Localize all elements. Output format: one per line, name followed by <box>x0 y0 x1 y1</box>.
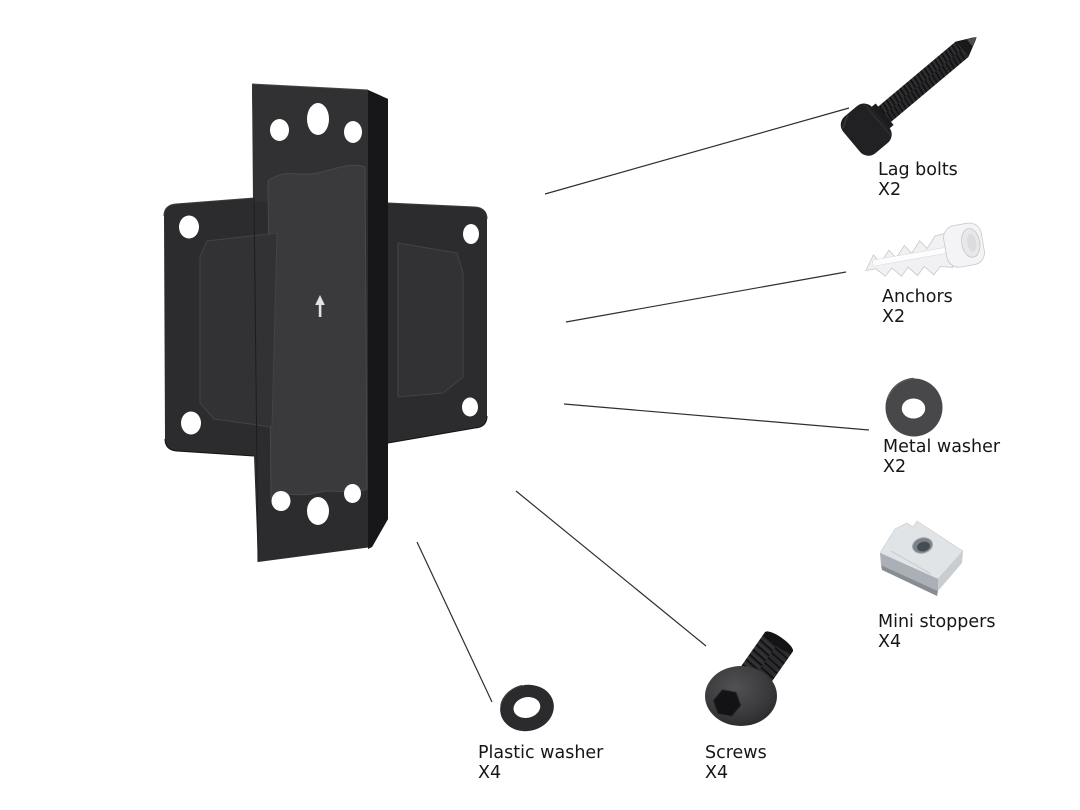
part-name: Lag bolts <box>878 160 958 180</box>
bracket-illustration <box>163 83 488 563</box>
plastic-washer-icon <box>500 684 554 732</box>
part-qty: X2 <box>883 457 907 477</box>
bracket-right-recess <box>397 242 464 398</box>
part-label-lag-bolts: Lag bolts X2 <box>878 160 958 200</box>
bracket-left-recess <box>199 232 278 428</box>
part-name: Mini stoppers <box>878 612 996 632</box>
leader-line-screws <box>515 490 707 647</box>
leader-line-plastic-washer <box>416 541 493 703</box>
part-name: Metal washer <box>883 437 1001 457</box>
part-qty: X2 <box>882 307 906 327</box>
leader-line-metal-washer <box>563 403 870 431</box>
part-name: Anchors <box>882 287 953 307</box>
part-qty: X2 <box>878 180 902 200</box>
part-label-screws: Screws X4 <box>705 743 767 783</box>
up-arrow-icon <box>315 295 325 317</box>
metal-washer-icon <box>885 377 943 437</box>
wall-anchor-icon <box>865 222 985 278</box>
leader-line-lag-bolts <box>544 107 850 195</box>
leader-line-anchors <box>565 271 847 323</box>
part-label-anchors: Anchors X2 <box>882 287 953 327</box>
screw-icon <box>705 631 794 726</box>
part-name: Plastic washer <box>478 743 604 763</box>
bracket-center-panel <box>267 164 368 499</box>
part-label-metal-washer: Metal washer X2 <box>883 437 1000 477</box>
part-label-mini-stoppers: Mini stoppers X4 <box>878 612 995 652</box>
part-qty: X4 <box>705 763 729 783</box>
part-name: Screws <box>705 743 767 763</box>
part-qty: X4 <box>878 632 902 652</box>
lag-bolt-icon <box>840 37 977 156</box>
bracket-right-fold <box>368 90 388 549</box>
part-label-plastic-washer: Plastic washer X4 <box>478 743 603 783</box>
bracket-holes <box>179 103 479 525</box>
part-qty: X4 <box>478 763 502 783</box>
mini-stopper-icon <box>879 520 964 596</box>
